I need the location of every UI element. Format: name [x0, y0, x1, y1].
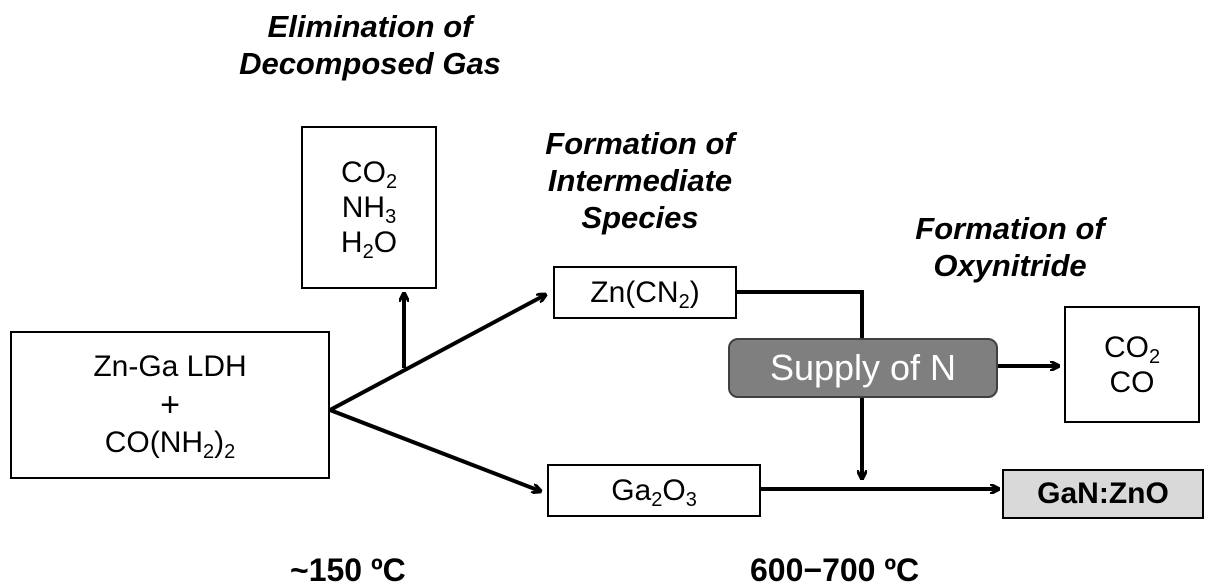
- reactant-box: Zn-Ga LDH + CO(NH2)2: [10, 331, 330, 479]
- byproduct-co: CO: [1109, 365, 1155, 399]
- reactant-ldh: Zn-Ga LDH: [93, 350, 247, 383]
- reactant-urea: CO(NH2)2: [104, 426, 236, 463]
- arrow-to-zncn2: [329, 295, 545, 412]
- gas-nh3: NH3: [341, 191, 397, 228]
- byproduct-co2: CO2: [1103, 330, 1161, 368]
- product-box: GaN:ZnO: [1002, 469, 1204, 519]
- temperature-low: ~150 ºC: [290, 552, 406, 588]
- ga2o3-box: Ga2O3: [547, 464, 761, 517]
- path-zncn2-down: [737, 290, 864, 480]
- supply-of-n-box: Supply of N: [728, 338, 998, 398]
- gas-box: CO2 NH3 H2O: [301, 126, 437, 289]
- byproduct-box: CO2 CO: [1064, 306, 1200, 423]
- gas-co2: CO2: [340, 156, 398, 193]
- temperature-high: 600−700 ºC: [750, 552, 920, 588]
- arrow-to-ga2o3: [329, 408, 540, 491]
- zn-cn2-box: Zn(CN2): [553, 266, 737, 319]
- heading-intermediate: Formation of Intermediate Species: [545, 126, 735, 235]
- gas-h2o: H2O: [340, 226, 398, 263]
- heading-oxynitride: Formation of Oxynitride: [915, 211, 1105, 283]
- reactant-plus: +: [160, 386, 180, 424]
- heading-elimination: Elimination of Decomposed Gas: [239, 9, 501, 81]
